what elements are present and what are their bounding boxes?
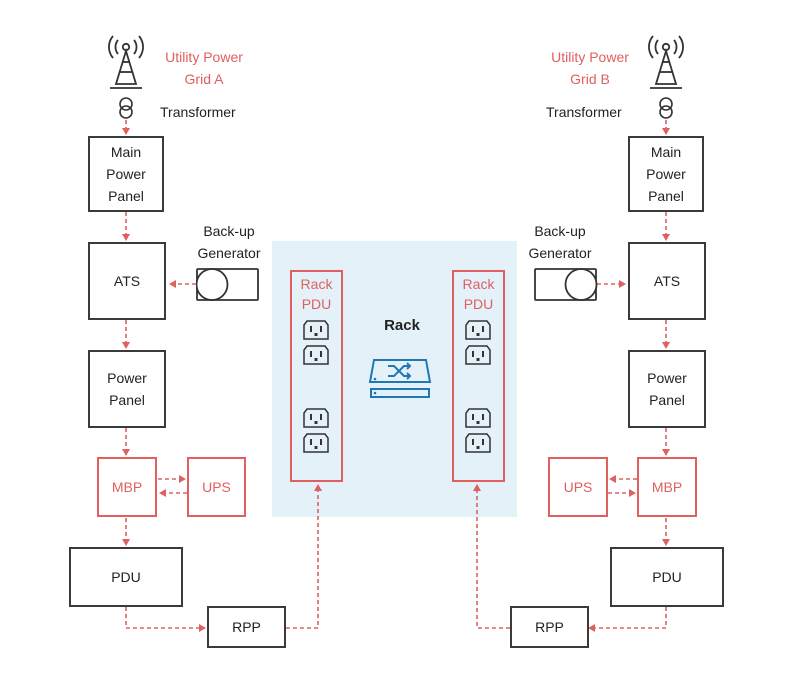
wire-pdu-to-rpp-left	[125, 607, 206, 632]
ats-left: ATS	[88, 242, 166, 320]
wire-pdu-to-rpp-right	[588, 607, 667, 632]
transformer-label-left: Transformer	[160, 104, 236, 120]
main-power-panel-left: Main Power Panel	[88, 136, 164, 212]
rpp-left: RPP	[207, 606, 286, 648]
mbp-right: MBP	[637, 457, 697, 517]
rack-pdu-left: Rack PDU	[290, 270, 343, 482]
power-outlet-icon	[303, 408, 329, 428]
transmission-tower-icon	[648, 35, 684, 89]
main-power-panel-right: Main Power Panel	[628, 136, 704, 212]
transformer-label-right: Transformer	[546, 104, 622, 120]
rack-area	[272, 241, 517, 517]
power-outlet-icon	[303, 345, 329, 365]
transmission-tower-icon	[108, 35, 144, 89]
power-outlet-icon	[465, 433, 491, 453]
ats-right: ATS	[628, 242, 706, 320]
rpp-right: RPP	[510, 606, 589, 648]
rack-title: Rack	[384, 317, 420, 334]
backup-generator-label-right: Back-up Generator	[528, 223, 592, 261]
backup-generator-label-left: Back-up Generator	[197, 223, 261, 261]
mbp-left: MBP	[97, 457, 157, 517]
ups-right: UPS	[548, 457, 608, 517]
wire-rpp-to-rackpdu-left	[286, 484, 322, 629]
power-outlet-icon	[465, 345, 491, 365]
power-panel-right: Power Panel	[628, 350, 706, 428]
power-outlet-icon	[303, 320, 329, 340]
pdu-left: PDU	[69, 547, 183, 607]
pdu-right: PDU	[610, 547, 724, 607]
generator-icon	[196, 268, 259, 301]
power-outlet-icon	[465, 320, 491, 340]
server-switch-icon	[368, 359, 432, 398]
rack-pdu-left-label: Rack PDU	[300, 276, 333, 312]
power-outlet-icon	[465, 408, 491, 428]
transformer-icon	[119, 97, 133, 119]
transformer-icon	[659, 97, 673, 119]
generator-icon	[534, 268, 598, 301]
utility-grid-a-label: Utility Power Grid A	[165, 49, 243, 87]
rack-pdu-right-label: Rack PDU	[462, 276, 495, 312]
power-panel-left: Power Panel	[88, 350, 166, 428]
ups-left: UPS	[187, 457, 246, 517]
wire-rpp-to-rackpdu-right	[473, 484, 510, 629]
power-outlet-icon	[303, 433, 329, 453]
utility-grid-b-label: Utility Power Grid B	[551, 49, 629, 87]
rack-pdu-right: Rack PDU	[452, 270, 505, 482]
